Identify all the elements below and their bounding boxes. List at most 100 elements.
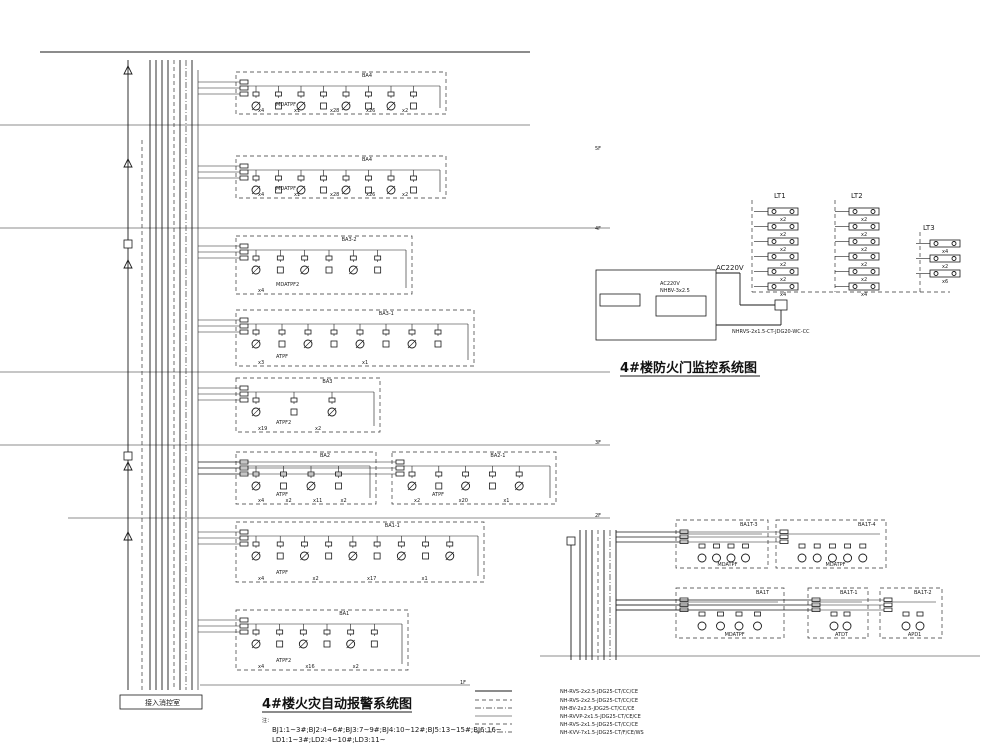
terminal-block [239,249,249,255]
panel-frame [675,519,769,569]
detector-icon [348,551,358,561]
detector-icon [251,339,261,349]
device-icon [410,186,417,194]
panel-frame [879,587,943,639]
lt3-door-icon [951,256,957,261]
lt1-door-icon [789,239,795,244]
device-count: x26 [366,192,375,198]
device-icon [435,482,443,490]
terminal-block [395,465,405,471]
module [754,611,761,617]
module [275,175,282,181]
module [798,543,806,549]
panel-id: BA1T-4 [858,522,876,528]
detector-icon [858,553,868,563]
module [742,543,749,549]
panel-id: BA3-1 [379,311,394,317]
detector-icon [514,481,524,491]
detector-icon [396,551,406,561]
panel-frame [235,521,485,583]
detector-icon [716,621,725,631]
terminal-block [239,169,249,175]
lt2-module [848,237,880,246]
lt1-module [767,282,799,291]
lt1-label: LT1 [774,192,786,200]
lt1-door-icon [771,269,777,274]
lt2-module [848,252,880,261]
detector-icon [296,185,306,195]
terminal-block [395,459,405,465]
module [301,541,308,547]
module [397,541,405,547]
device-label: MDATPF [826,562,846,568]
module [515,471,523,477]
device-icon [323,640,331,648]
terminal-block [883,607,893,612]
module [717,611,724,617]
panel-frame [807,587,869,639]
device-count: x1 [422,576,428,582]
module [446,541,454,547]
module [252,397,260,403]
detector-icon [397,551,406,561]
detector-icon [812,553,822,563]
lt2-door-icon [870,254,876,259]
legend-item-5: NH-RVS-2x1.5-JDG25-CT/CC/CE [560,722,638,728]
module [830,611,838,617]
terminal-block [239,175,249,181]
module [859,543,867,549]
detector-icon [296,185,306,195]
legend-item-1: NH-RVS-2x2.5-JDG25-CT/CC/CE [560,689,638,695]
device-count: x2 [414,498,420,504]
terminal-block [239,629,249,635]
lt2-door-icon [852,269,858,274]
detector-icon [251,481,261,491]
terminal-block [239,535,249,541]
lt1-count: x2 [780,277,786,283]
detector-icon [407,481,417,491]
detector-icon [251,185,261,195]
device-icon [434,340,442,348]
device-icon [325,266,333,274]
fire-door-cable1: NHBV-3x2.5 [660,288,690,294]
detector-icon [251,101,261,111]
terminal-block [239,91,249,97]
device-icon [365,186,372,194]
module [387,175,395,181]
device-icon [365,102,372,110]
detector-icon [407,481,417,491]
lt1-door-icon [771,209,777,214]
device-icon [280,482,287,490]
device-label: APD1 [908,632,921,638]
module [320,175,327,181]
lt1-door-icon [789,254,795,259]
module [325,541,333,547]
detector-icon [346,639,356,649]
device-icon [275,102,282,110]
device-count: x1 [294,108,300,114]
module [252,175,260,181]
riser-bus [127,60,199,690]
detector-icon [827,553,837,563]
floor-label-3f: 3F [595,440,601,446]
detector-icon [386,185,396,195]
module [349,541,357,547]
floor-label-2f: 2F [595,513,601,519]
floor-label-5f: 5F [595,146,601,152]
legend: NH-RVS-2x2.5-JDG25-CT/CC/CE NH-RVS-2x2.5… [475,689,644,736]
detector-icon [341,101,351,111]
lt2-count: x2 [861,262,867,268]
module [252,541,260,547]
lt3-door-icon [933,256,939,261]
device-count: x19 [258,426,267,432]
device-label: ATPF [276,570,288,576]
module [297,175,305,181]
device-icon [275,186,282,194]
module [276,541,284,547]
device-icon [335,482,342,490]
terminal-block [395,471,405,477]
lt2-count: x2 [861,217,867,223]
